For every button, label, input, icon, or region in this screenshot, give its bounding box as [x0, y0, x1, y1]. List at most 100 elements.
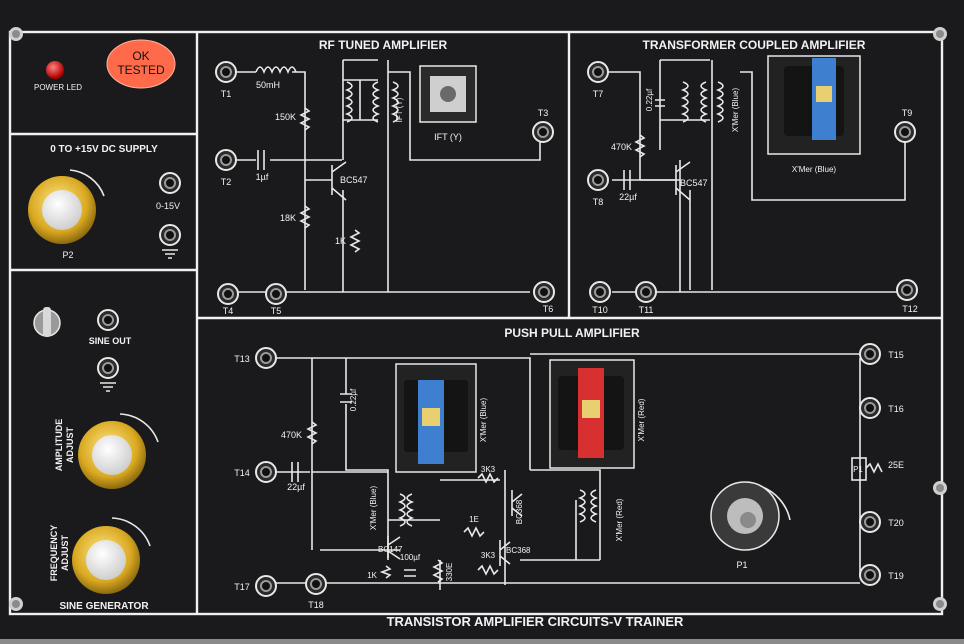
pp-pot-value: 25E: [888, 460, 904, 470]
terminal-t4[interactable]: [217, 283, 239, 305]
terminal-t2[interactable]: [215, 149, 237, 171]
rf-r2-label: 18K: [280, 213, 296, 223]
svg-text:T10: T10: [592, 305, 608, 315]
svg-text:T6: T6: [543, 304, 554, 314]
tc-xmer-label: X'Mer (Blue): [792, 165, 837, 174]
terminal-t13[interactable]: [255, 347, 277, 369]
dc-out-terminal[interactable]: [159, 172, 181, 194]
terminal-t17[interactable]: [255, 575, 277, 597]
power-led: [46, 61, 64, 79]
sine-generator-title: SINE GENERATOR: [59, 601, 149, 612]
terminal-t10[interactable]: [589, 281, 611, 303]
terminal-t3[interactable]: [532, 121, 554, 143]
pp-r330-label: 330E: [445, 563, 454, 582]
ground-icon: [100, 382, 116, 392]
terminal-t8[interactable]: [587, 169, 609, 191]
svg-text:T3: T3: [538, 108, 549, 118]
svg-text:T16: T16: [888, 404, 904, 414]
pp-r1-label: 470K: [281, 430, 302, 440]
screw-icon: [933, 481, 947, 495]
sine-out-terminal[interactable]: [97, 309, 119, 331]
dc-supply-section: 0 TO +15V DC SUPPLY P2 0-15V: [28, 144, 181, 260]
ground-icon: [162, 249, 178, 259]
screw-icon: [933, 597, 947, 611]
svg-text:T8: T8: [593, 197, 604, 207]
board-title: TRANSISTOR AMPLIFIER CIRCUITS-V TRAINER: [387, 614, 684, 629]
amplitude-label-2: ADJUST: [65, 427, 75, 464]
terminal-t11[interactable]: [635, 281, 657, 303]
p1-knob-label: P1: [736, 560, 747, 570]
tc-xmer-side-label: X'Mer (Blue): [731, 88, 740, 133]
svg-text:T20: T20: [888, 518, 904, 528]
terminal-t20[interactable]: [859, 511, 881, 533]
dc-supply-title: 0 TO +15V DC SUPPLY: [50, 144, 158, 155]
terminal-t6[interactable]: [533, 281, 555, 303]
pp-cap2-label: 22µf: [287, 482, 305, 492]
svg-text:T15: T15: [888, 350, 904, 360]
pp-xmer-red-label: X'Mer (Red): [637, 398, 646, 441]
terminal-t18[interactable]: [305, 573, 327, 595]
pp-r3k3a-label: 3K3: [481, 465, 496, 474]
pp-xmer-red-side-label: X'Mer (Red): [615, 498, 624, 541]
p2-knob[interactable]: [28, 169, 105, 244]
tc-transistor-label: BC547: [680, 178, 708, 188]
pp-r1k-label: 1K: [367, 571, 377, 580]
pp-c100-label: 100µf: [400, 553, 421, 562]
terminal-t19[interactable]: [859, 564, 881, 586]
pp-pot-label: P1: [853, 465, 863, 474]
terminal-t14[interactable]: [255, 461, 277, 483]
svg-text:T9: T9: [902, 108, 913, 118]
rf-cap-label: 1µf: [256, 172, 269, 182]
pp-q2-label: BC368: [515, 499, 524, 524]
frequency-label-1: FREQUENCY: [49, 525, 59, 582]
terminal-t9[interactable]: [894, 121, 916, 143]
sine-switch[interactable]: [33, 307, 61, 337]
rf-ift-label: IFT (Y): [395, 97, 404, 122]
pp-r1e-label: 1E: [469, 515, 479, 524]
terminal-t5[interactable]: [265, 283, 287, 305]
tc-r1-label: 470K: [611, 142, 632, 152]
power-section: POWER LED OK TESTED: [34, 39, 176, 92]
tc-cap2-label: 22µf: [619, 192, 637, 202]
amplitude-label-1: AMPLITUDE: [54, 419, 64, 472]
power-led-label: POWER LED: [34, 83, 82, 92]
ok-tested-sticker: [106, 39, 176, 89]
pp-xmer-blue-side-label: X'Mer (Blue): [369, 486, 378, 531]
svg-text:TESTED: TESTED: [117, 63, 165, 77]
svg-text:T1: T1: [221, 89, 232, 99]
rf-ift-can-label: IFT (Y): [434, 132, 462, 142]
rf-tuned-amplifier: RF TUNED AMPLIFIER 50mH 150K 18K 1K 1µf …: [215, 38, 555, 316]
p2-label: P2: [62, 250, 73, 260]
svg-text:T14: T14: [234, 468, 250, 478]
svg-text:OK: OK: [132, 49, 149, 63]
screw-icon: [9, 27, 23, 41]
svg-text:T5: T5: [271, 306, 282, 316]
sine-ground-terminal[interactable]: [97, 357, 119, 379]
pp-q1-label: BC147: [378, 545, 403, 554]
svg-text:T7: T7: [593, 89, 604, 99]
sine-generator-section: SINE OUT AMPLITUDE ADJUST FREQUENCY ADJU…: [33, 307, 159, 612]
board-frame: [8, 30, 944, 616]
rf-inductor-label: 50mH: [256, 80, 280, 90]
tc-cap1-label: 0.22µf: [645, 88, 654, 111]
rf-transistor-label: BC547: [340, 175, 368, 185]
terminal-t12[interactable]: [896, 279, 918, 301]
rf-r3-label: 1K: [335, 236, 346, 246]
terminal-t15[interactable]: [859, 343, 881, 365]
terminal-t1[interactable]: [215, 61, 237, 83]
svg-text:T2: T2: [221, 177, 232, 187]
amplitude-knob[interactable]: [78, 413, 159, 489]
p1-knob[interactable]: [710, 481, 791, 551]
svg-text:T12: T12: [902, 304, 918, 314]
terminal-t7[interactable]: [587, 61, 609, 83]
ground-terminal[interactable]: [159, 224, 181, 246]
pp-r3k3b-label: 3K3: [481, 551, 496, 560]
frequency-knob[interactable]: [72, 517, 151, 594]
pp-xmer-blue-label: X'Mer (Blue): [479, 398, 488, 443]
terminal-t16[interactable]: [859, 397, 881, 419]
svg-text:T13: T13: [234, 354, 250, 364]
tc-title: TRANSFORMER COUPLED AMPLIFIER: [643, 38, 866, 52]
svg-text:T11: T11: [639, 305, 654, 315]
pp-q3-label: BC368: [506, 546, 531, 555]
